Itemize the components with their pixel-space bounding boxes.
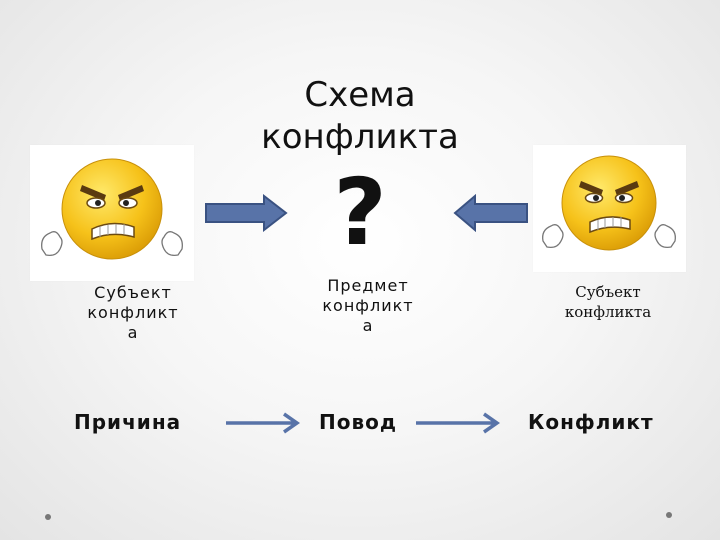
question-mark: ? (333, 159, 387, 266)
left-label-line-1: Субъект (94, 283, 172, 302)
corner-dot-left (45, 514, 51, 520)
chain-conflict: Конфликт (528, 410, 654, 434)
left-label-line-3: а (127, 323, 139, 342)
chain-pretext: Повод (319, 410, 398, 434)
corner-dot-right (666, 512, 672, 518)
title-line-1: Схема (304, 75, 416, 115)
title-line-2: конфликта (261, 117, 459, 157)
angry-face-icon (542, 155, 676, 251)
mid-label-line-1: Предмет (327, 276, 409, 295)
right-label-line-1: Субъект (575, 283, 641, 301)
chain-cause: Причина (74, 410, 182, 434)
arrow-right-to-center (453, 194, 528, 232)
angry-face-icon (41, 158, 183, 260)
left-label-line-2: конфликт (87, 303, 179, 322)
diagram-title: Схема конфликта (230, 74, 490, 158)
arrow-left-to-center (205, 194, 288, 232)
chain-arrow-2 (416, 412, 500, 434)
right-label-line-2: конфликта (564, 303, 652, 321)
left-subject-label: Субъект конфликт а (78, 283, 188, 343)
chain-arrow-1 (226, 412, 300, 434)
subject-matter-label: Предмет конфликт а (308, 276, 428, 336)
right-subject-image (533, 145, 686, 272)
mid-label-line-3: а (362, 316, 374, 335)
left-subject-image (30, 145, 194, 281)
mid-label-line-2: конфликт (322, 296, 414, 315)
right-subject-label: Субъект конфликта (548, 282, 668, 322)
